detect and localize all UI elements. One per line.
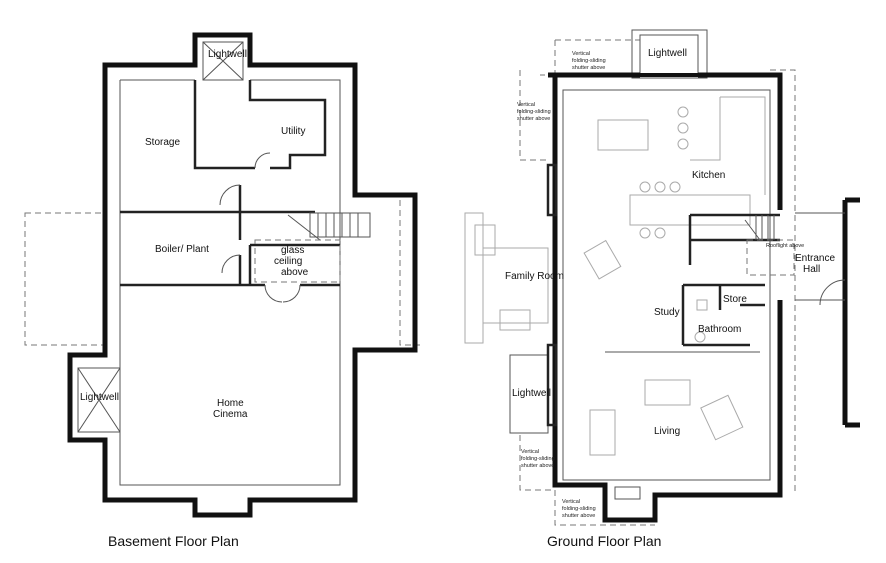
basement-plan: Lightwell Storage Utility Boiler/ Plant … — [24, 32, 420, 549]
corridor-walls — [240, 210, 340, 285]
svg-text:folding-sliding: folding-sliding — [562, 506, 596, 512]
door-swing — [219, 184, 241, 274]
ground-caption: Ground Floor Plan — [547, 533, 661, 549]
shutter-note-top: Vertical folding-sliding shutter above — [572, 51, 606, 71]
armchair — [474, 224, 496, 256]
room-label-kitchen: Kitchen — [692, 170, 725, 181]
utility-walls — [193, 80, 327, 170]
room-label-living: Living — [654, 426, 680, 437]
svg-text:shutter above: shutter above — [572, 65, 605, 71]
glass-ceiling-outline — [254, 239, 341, 283]
lightwell-left-box — [77, 367, 121, 433]
rug — [482, 247, 549, 324]
armchair — [583, 239, 622, 280]
basement-inner-line — [119, 79, 341, 486]
room-label-hall: Hall — [803, 264, 820, 275]
hall-walls — [688, 213, 780, 265]
svg-text:Vertical: Vertical — [521, 449, 539, 455]
room-label-lightwell: Lightwell — [208, 49, 247, 60]
sofa — [644, 379, 691, 406]
rooflight-note: Rooflight above — [766, 243, 804, 249]
dashed-outline-right — [399, 200, 420, 346]
svg-text:Vertical: Vertical — [572, 51, 590, 57]
room-label-boiler: Boiler/ Plant — [155, 244, 209, 255]
bathroom-walls — [681, 283, 765, 347]
room-label-utility: Utility — [281, 126, 305, 137]
sink — [696, 299, 708, 311]
room-label-above: above — [281, 267, 309, 278]
lightwell-cross — [202, 41, 244, 81]
ground-inner-line — [562, 89, 771, 481]
room-label-lightwell: Lightwell — [648, 48, 687, 59]
stools — [639, 106, 689, 239]
room-label-lightwell-left: Lightwell — [80, 392, 119, 403]
room-label-entrance: Entrance — [795, 253, 835, 264]
basement-stairs — [287, 212, 371, 241]
ground-plan: Lightwell Kitchen Family Room Entrance H… — [464, 29, 860, 549]
room-label-storage: Storage — [145, 137, 180, 148]
dashed-outline — [519, 39, 796, 526]
basement-outer-wall — [67, 32, 418, 518]
svg-text:folding-sliding: folding-sliding — [521, 456, 555, 462]
lightwell-outer — [631, 29, 708, 79]
svg-text:shutter above: shutter above — [517, 116, 550, 122]
family-room-window — [464, 212, 484, 344]
toilet — [694, 331, 706, 343]
room-label-family-room: Family Room — [505, 271, 564, 282]
lightwell-cross — [77, 367, 121, 433]
shutter-note-left-top: Vertical folding-sliding shutter above — [517, 102, 551, 122]
entrance-door — [795, 212, 846, 306]
armchair — [499, 309, 531, 331]
kitchen-counter — [690, 96, 766, 195]
room-label-bathroom: Bathroom — [698, 324, 741, 335]
svg-text:Vertical: Vertical — [562, 499, 580, 505]
room-label-lightwell-left: Lightwell — [512, 388, 551, 399]
svg-text:shutter above: shutter above — [562, 513, 595, 519]
sofa — [589, 409, 616, 456]
svg-text:shutter above: shutter above — [521, 463, 554, 469]
room-label-cinema: Cinema — [213, 409, 248, 420]
svg-text:folding-sliding: folding-sliding — [572, 58, 606, 64]
door-swing — [254, 152, 271, 169]
sliding-panel — [546, 343, 558, 427]
room-label-store: Store — [723, 294, 747, 305]
dashed-outline-left — [24, 212, 106, 346]
shutter-note-bottom: Vertical folding-sliding shutter above — [562, 499, 596, 519]
entrance-wall — [842, 197, 860, 428]
armchair — [700, 394, 744, 441]
fireplace — [614, 486, 641, 500]
ground-outer-wall — [548, 72, 783, 523]
rooflight-outline — [746, 239, 795, 276]
room-label-ceiling: ceiling — [274, 256, 302, 267]
dining-table — [597, 119, 649, 151]
room-label-glass: glass — [281, 245, 304, 256]
room-label-home: Home — [217, 398, 244, 409]
sliding-panel — [546, 163, 558, 217]
shutter-note-left-bottom: Vertical folding-sliding shutter above — [521, 449, 555, 469]
basement-caption: Basement Floor Plan — [108, 533, 239, 549]
svg-text:Vertical: Vertical — [517, 102, 535, 108]
lightwell-top-box — [202, 41, 244, 81]
double-door-swing — [264, 284, 301, 303]
ground-stairs — [744, 215, 775, 241]
room-label-study: Study — [654, 307, 680, 318]
svg-text:folding-sliding: folding-sliding — [517, 109, 551, 115]
